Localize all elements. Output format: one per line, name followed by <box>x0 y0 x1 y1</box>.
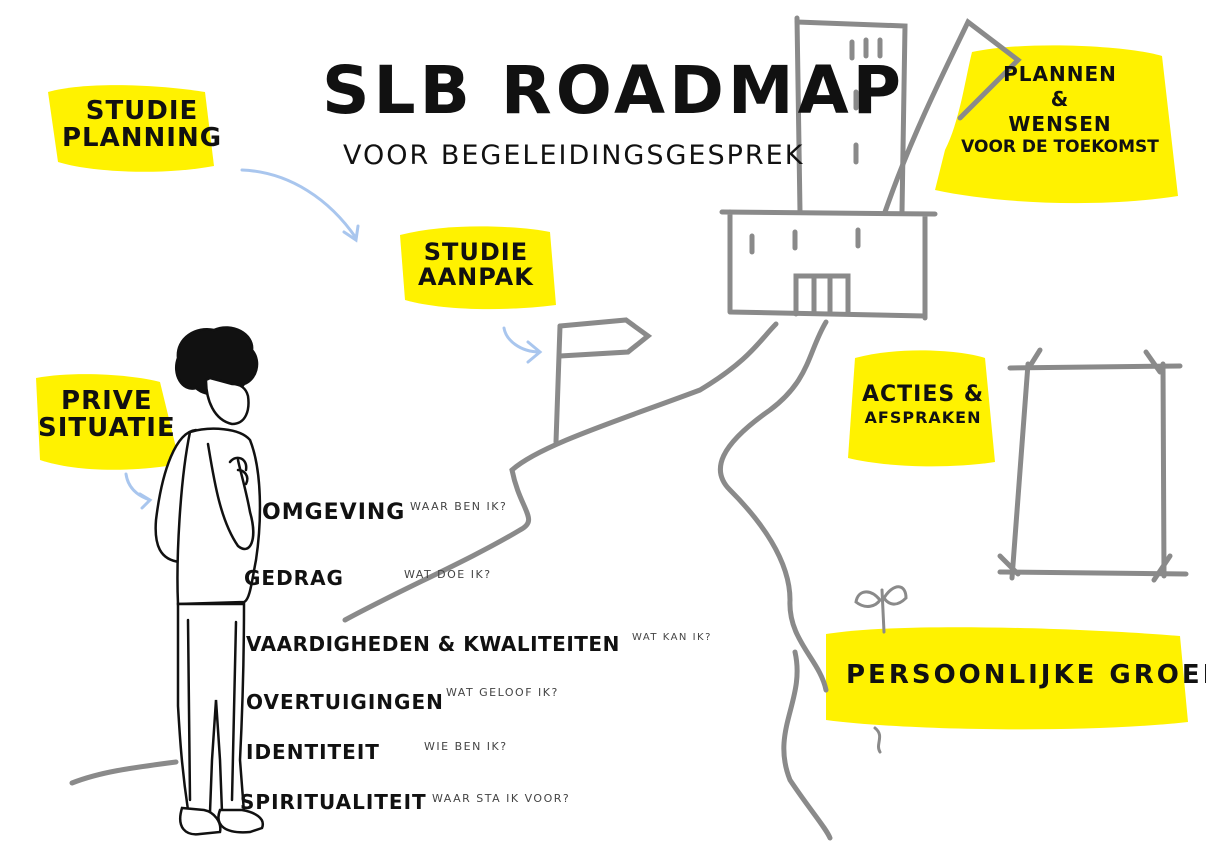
level-overtuigingen: OVERTUIGINGEN <box>246 690 444 714</box>
label-studie-aanpak: STUDIE AANPAK <box>418 238 534 292</box>
arrows <box>124 168 543 510</box>
person-shoes <box>179 806 265 836</box>
frame-bottom <box>997 569 1189 577</box>
label-prive-situatie-line1: PRIVE <box>61 386 153 416</box>
label-plannen-line1: PLANNEN <box>1003 62 1117 86</box>
label-studie-aanpak-line1: STUDIE <box>423 238 529 266</box>
label-acties-afspraken: ACTIES & AFSPRAKEN <box>858 382 988 428</box>
level-omgeving-question: WAAR BEN IK? <box>410 500 508 513</box>
label-plannen-line4: VOOR DE TOEKOMST <box>961 137 1159 157</box>
person-torso <box>176 427 262 606</box>
person-legs <box>176 602 246 814</box>
person-illustration <box>154 326 265 836</box>
level-vaardigheden: VAARDIGHEDEN & KWALITEITEN <box>246 632 620 656</box>
level-vaardigheden-question: WAT KAN IK? <box>632 632 712 643</box>
person-trouser-lines <box>186 618 238 802</box>
sprout-root <box>873 726 882 754</box>
castle-tower-windows <box>849 37 883 165</box>
label-acties-line1: ACTIES & <box>861 382 985 407</box>
label-studie-planning-line1: STUDIE <box>85 96 199 126</box>
castle-tower <box>794 15 908 215</box>
road-right-lower <box>781 649 833 841</box>
label-plannen-line3: WENSEN <box>1008 112 1112 136</box>
frame-right <box>1160 361 1167 579</box>
arrow-prive <box>124 472 153 510</box>
highlight-studie-planning <box>48 85 214 172</box>
highlight-prive-situatie <box>36 374 180 470</box>
level-omgeving: OMGEVING <box>262 500 406 525</box>
label-studie-planning: STUDIE PLANNING <box>62 96 223 154</box>
level-overtuigingen-question: WAT GELOOF IK? <box>446 686 559 699</box>
person-arm <box>206 442 255 551</box>
person-face <box>204 376 250 426</box>
page-subtitle: VOOR BEGELEIDINGSGESPREK <box>343 140 805 171</box>
frame-top <box>1007 363 1183 371</box>
level-spiritualiteit-question: WAAR STA IK VOOR? <box>432 792 571 805</box>
label-prive-situatie: PRIVE SITUATIE <box>38 386 176 444</box>
castle-flag <box>882 18 1022 215</box>
checkpoint-flag <box>553 317 653 445</box>
level-gedrag: GEDRAG <box>244 566 344 590</box>
level-gedrag-question: WAT DOE IK? <box>404 568 492 581</box>
level-identiteit: IDENTITEIT <box>246 740 380 764</box>
person-hand <box>228 456 249 486</box>
frame-corners <box>997 347 1173 583</box>
highlight-acties <box>848 350 995 467</box>
page-title: SLB ROADMAP <box>322 52 906 129</box>
castle-wall-windows <box>749 227 861 255</box>
highlight-groei <box>826 627 1188 730</box>
castle <box>719 15 1022 321</box>
label-prive-situatie-line2: SITUATIE <box>38 413 176 444</box>
level-identiteit-question: WIE BEN IK? <box>424 740 508 753</box>
action-frame <box>997 347 1189 583</box>
road-right-edge <box>718 319 829 693</box>
castle-wall <box>719 209 938 321</box>
label-acties-line2: AFSPRAKEN <box>864 408 982 428</box>
level-spiritualiteit: SPIRITUALITEIT <box>240 790 427 814</box>
person-hair <box>175 326 259 397</box>
label-studie-aanpak-line2: AANPAK <box>418 263 534 292</box>
label-studie-planning-line2: PLANNING <box>62 123 223 154</box>
highlight-studie-aanpak <box>400 226 556 310</box>
frame-left <box>1009 361 1031 581</box>
flag-cloth <box>557 317 653 359</box>
label-persoonlijke-groei: PERSOONLIJKE GROEI <box>846 660 1206 690</box>
arrow-aanpak <box>502 326 543 364</box>
label-plannen-wensen: PLANNEN & WENSEN VOOR DE TOEKOMST <box>944 62 1176 158</box>
castle-gate <box>793 273 851 317</box>
road-left-edge <box>342 321 779 623</box>
flag-pole <box>553 323 563 445</box>
ground-line <box>69 759 179 786</box>
sprout <box>854 585 908 634</box>
label-plannen-line2: & <box>1050 87 1070 111</box>
road <box>69 319 908 841</box>
arrow-planning <box>240 168 360 243</box>
